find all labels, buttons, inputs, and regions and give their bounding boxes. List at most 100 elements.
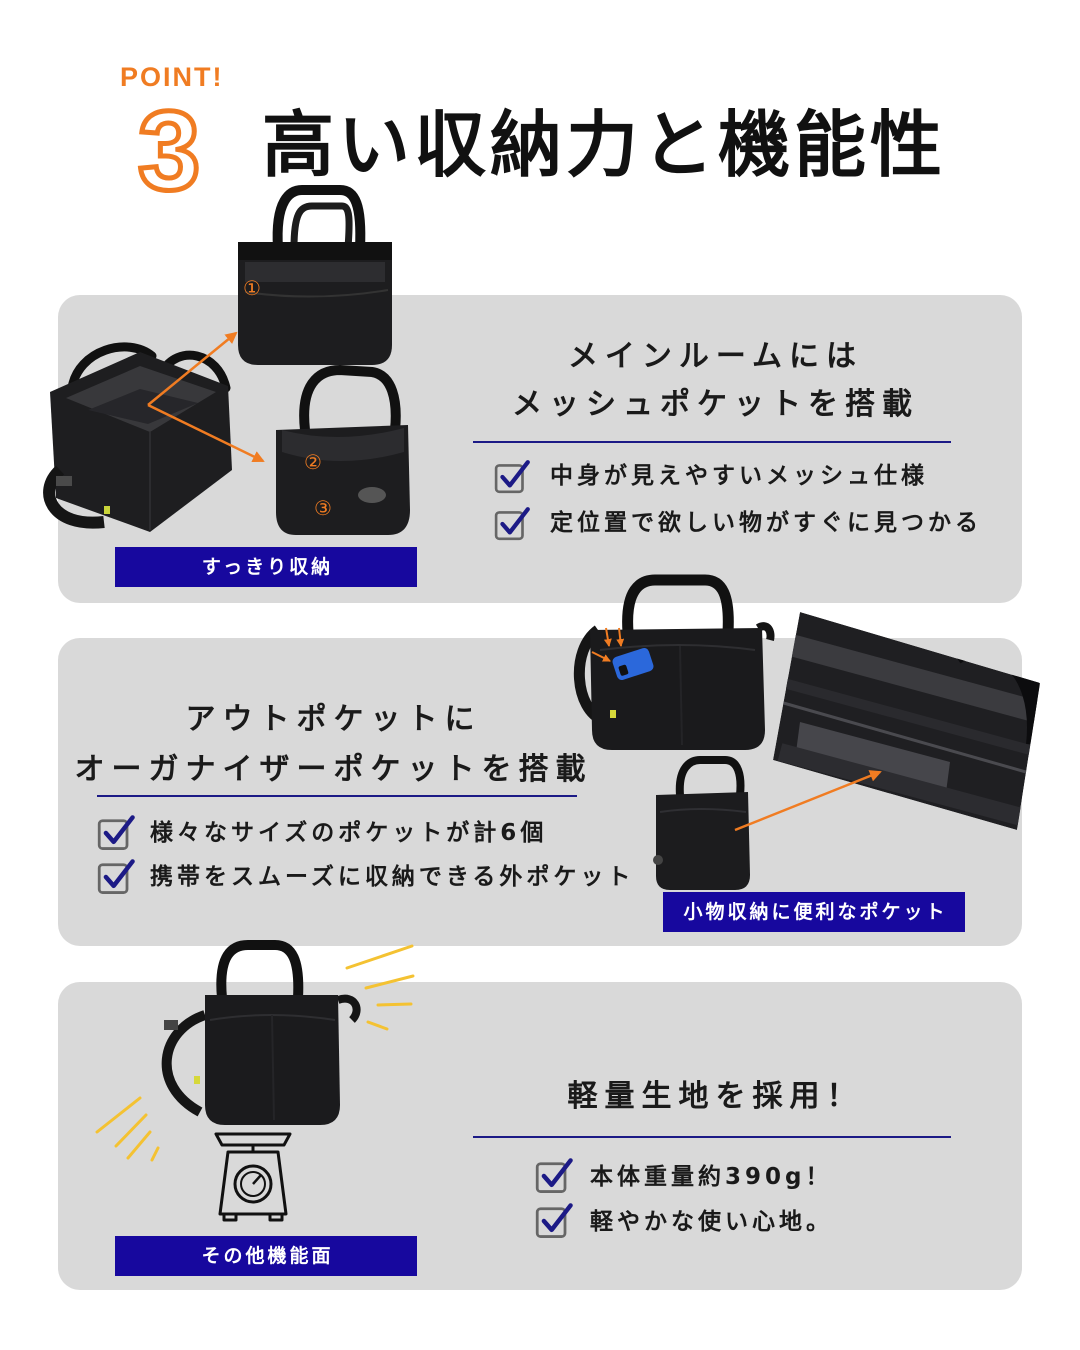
feature-item: 様々なサイズのポケットが計6個 bbox=[150, 820, 548, 846]
brand-tag bbox=[104, 506, 110, 514]
section-heading-main-room: メインルームには メッシュポケットを搭載 bbox=[473, 333, 951, 429]
checkmark bbox=[500, 460, 530, 488]
feature-item: 携帯をスムーズに収納できる外ポケット bbox=[150, 864, 635, 890]
heading-line: メインルームには bbox=[567, 339, 864, 374]
strap-buckle bbox=[164, 1020, 178, 1030]
photo-label: その他機能面 bbox=[115, 1236, 417, 1276]
point-label: POINT! bbox=[120, 62, 224, 92]
bag-photo-lightweight bbox=[161, 940, 361, 1125]
bag-photo-mesh-pocket bbox=[238, 185, 392, 365]
bag-photo-open bbox=[43, 342, 232, 532]
bag-handle bbox=[216, 940, 304, 999]
pocket-seam bbox=[599, 644, 756, 651]
scale-tray bbox=[214, 1132, 292, 1147]
feature-item: 本体重量約390g！ bbox=[590, 1164, 833, 1190]
checkmark bbox=[103, 859, 135, 889]
bag-body bbox=[238, 242, 392, 365]
pocket-seam bbox=[209, 1014, 336, 1021]
brand-tag bbox=[194, 1076, 200, 1084]
front-seam bbox=[679, 645, 683, 746]
callout-number-1: ① bbox=[243, 276, 261, 300]
motion-line bbox=[366, 1020, 389, 1031]
arrow-icon bbox=[147, 403, 265, 463]
checkbox-outline bbox=[494, 511, 524, 541]
scale-body bbox=[218, 1150, 288, 1216]
strap-hook bbox=[755, 622, 775, 641]
checkbox-outline bbox=[535, 1162, 567, 1193]
strap-buckle bbox=[56, 476, 72, 486]
check-icon bbox=[97, 859, 135, 894]
check-icon bbox=[535, 1158, 573, 1193]
arrow-icon bbox=[147, 331, 238, 406]
strap-hook bbox=[336, 994, 361, 1023]
motion-line bbox=[376, 1002, 413, 1007]
heading-line: オーガナイザーポケットを搭載 bbox=[74, 752, 593, 787]
arrow-icon bbox=[616, 627, 625, 647]
motion-line bbox=[150, 1146, 160, 1162]
zipper-line bbox=[779, 700, 1040, 778]
check-icon bbox=[494, 507, 530, 541]
brand-tag bbox=[610, 710, 616, 718]
callout-number-3: ③ bbox=[314, 496, 332, 520]
fabric-band bbox=[777, 743, 1040, 830]
section-heading-out-pocket: アウトポケットに オーガナイザーポケットを搭載 bbox=[60, 695, 600, 795]
fabric-band bbox=[778, 677, 1040, 759]
heading-line: メッシュポケットを搭載 bbox=[512, 387, 919, 422]
mesh-pocket bbox=[245, 262, 385, 282]
heading-divider bbox=[473, 441, 951, 443]
shoulder-strap bbox=[161, 1010, 207, 1117]
arrow-icon bbox=[603, 627, 612, 647]
heading-divider bbox=[473, 1136, 951, 1138]
bag-photo-front-pocket bbox=[573, 574, 775, 750]
photo-label: すっきり収納 bbox=[115, 547, 417, 587]
front-seam bbox=[271, 1014, 275, 1121]
checkmark bbox=[541, 1203, 573, 1233]
checkbox-outline bbox=[97, 863, 129, 894]
motion-lines bbox=[95, 944, 415, 1162]
bag-body bbox=[656, 792, 750, 890]
arrow-icon bbox=[734, 770, 882, 832]
check-icon bbox=[97, 815, 135, 850]
bag-handle bbox=[290, 202, 353, 249]
checkbox-outline bbox=[97, 819, 129, 850]
bag-body bbox=[590, 628, 765, 750]
feature-item: 定位置で欲しい物がすぐに見つかる bbox=[550, 510, 982, 536]
bag-handle bbox=[272, 185, 366, 249]
shoulder-strap bbox=[43, 465, 105, 529]
scale-dial bbox=[233, 1164, 273, 1204]
motion-line bbox=[345, 944, 414, 970]
fabric-band bbox=[777, 631, 1040, 725]
motion-line bbox=[95, 1096, 142, 1134]
pocket-seam bbox=[244, 289, 389, 298]
callout-number-2: ② bbox=[304, 450, 322, 474]
bag-handle bbox=[67, 342, 157, 393]
mesh-pocket bbox=[88, 389, 198, 424]
heading-line: 軽量生地を採用！ bbox=[567, 1079, 864, 1114]
arrow-icon bbox=[591, 651, 611, 662]
checkbox-outline bbox=[535, 1207, 567, 1238]
pocket-seam bbox=[659, 808, 747, 813]
feature-item: 中身が見えやすいメッシュ仕様 bbox=[550, 463, 928, 489]
scale-icon bbox=[214, 1132, 292, 1222]
scale-foot bbox=[268, 1212, 284, 1222]
bag-handle bbox=[675, 756, 745, 796]
scale-foot bbox=[222, 1212, 238, 1222]
page-title: 高い収納力と機能性 bbox=[262, 103, 947, 187]
bag-handle bbox=[299, 364, 401, 431]
check-icon bbox=[494, 460, 530, 494]
point-number: 3 bbox=[135, 88, 202, 213]
photo-label: 小物収納に便利なポケット bbox=[663, 892, 965, 932]
scale-needle bbox=[252, 1174, 262, 1185]
logo-patch bbox=[358, 487, 386, 503]
feature-item: 軽やかな使い心地。 bbox=[590, 1209, 833, 1235]
zipper-band bbox=[238, 242, 392, 260]
checkmark bbox=[103, 815, 135, 845]
phone-camera bbox=[618, 664, 629, 676]
checkbox-outline bbox=[494, 464, 524, 494]
bag-photo-inner-pockets bbox=[276, 364, 410, 535]
scale-dial-inner bbox=[240, 1171, 266, 1197]
bag-handle bbox=[622, 574, 734, 633]
checkmark bbox=[541, 1158, 573, 1188]
